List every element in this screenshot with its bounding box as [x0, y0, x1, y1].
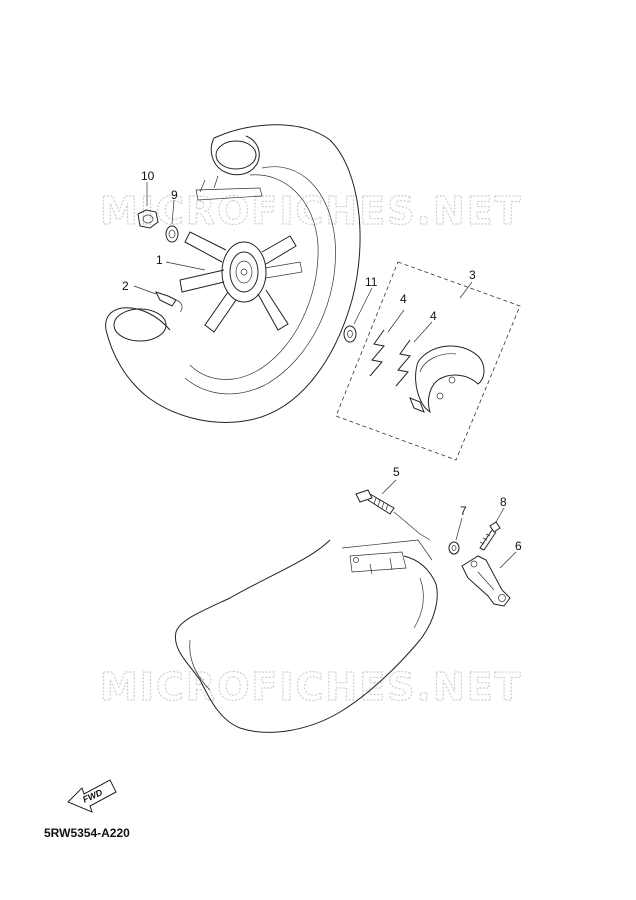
callout-2: 2	[122, 279, 129, 293]
fwd-label: FWD	[81, 787, 104, 805]
part-8-bolt	[479, 507, 505, 551]
part-3-brake-shoe-kit	[335, 261, 521, 461]
callout-7: 7	[460, 504, 467, 518]
part-6-bracket	[461, 551, 517, 607]
callout-5: 5	[393, 465, 400, 479]
callout-10: 10	[141, 169, 155, 183]
callout-3: 3	[469, 268, 476, 282]
callout-4-b: 4	[430, 309, 437, 323]
part-10-nut	[137, 182, 159, 229]
wheel-hub	[179, 231, 303, 333]
part-9-washer	[165, 199, 179, 243]
watermark-bottom: MICROFICHES.NET	[100, 665, 523, 709]
callout-11: 11	[365, 275, 378, 289]
part-7-washer	[448, 517, 463, 555]
forward-arrow-icon: FWD	[67, 779, 117, 813]
diagram-part-code: 5RW5354-A220	[44, 826, 130, 840]
callout-8: 8	[500, 495, 507, 509]
transmission-case-outline	[174, 539, 438, 733]
part-5-bolt	[355, 479, 431, 541]
part-11-washer	[343, 287, 373, 343]
watermark-top: MICROFICHES.NET	[100, 189, 523, 233]
callout-9: 9	[171, 188, 178, 202]
part-2-valve	[133, 285, 183, 313]
part-4-spring-b	[395, 321, 433, 387]
callout-4-a: 4	[400, 292, 407, 306]
part-1-leader	[165, 261, 206, 271]
part-4-spring-a	[369, 309, 405, 377]
rear-wheel-tire	[105, 124, 361, 423]
callout-6: 6	[515, 539, 522, 553]
callout-1: 1	[156, 253, 163, 267]
